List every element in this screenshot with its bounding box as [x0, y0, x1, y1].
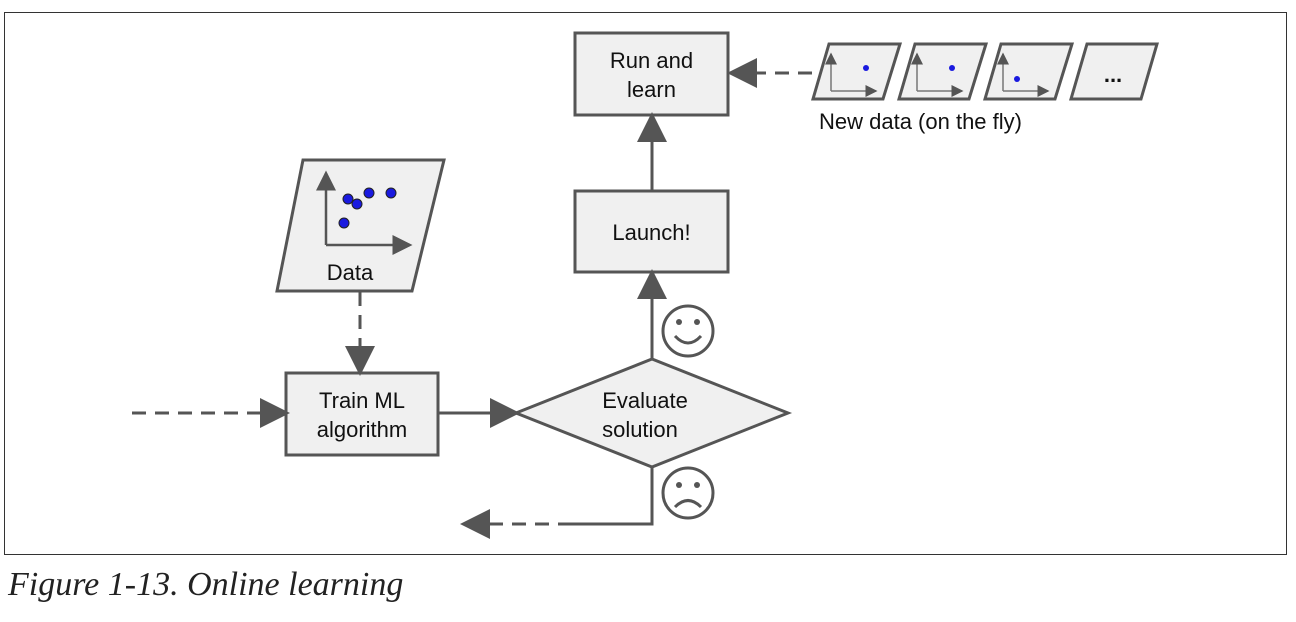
launch-box: Launch! — [573, 189, 730, 274]
new-data-label: New data (on the fly) — [819, 109, 1022, 134]
evaluate-line-1: Evaluate — [602, 388, 688, 413]
figure-caption: Figure 1-13. Online learning — [8, 566, 404, 603]
data-point — [363, 187, 375, 199]
new-data-frames: ... — [811, 42, 1159, 101]
happy-face-icon — [661, 304, 715, 358]
evaluate-diamond: Evaluate solution — [511, 357, 793, 469]
data-point — [342, 193, 354, 205]
data-point — [385, 187, 397, 199]
new-data-point — [863, 65, 869, 71]
run-and-learn-box: Run and learn — [573, 31, 730, 117]
new-data-point — [949, 65, 955, 71]
run-and-learn-line-2: learn — [627, 77, 676, 102]
data-parallelogram: Data — [275, 158, 446, 293]
train-line-2: algorithm — [317, 417, 407, 442]
train-ml-box: Train ML algorithm — [284, 371, 440, 457]
reject-path — [572, 467, 654, 526]
data-point — [338, 217, 350, 229]
sad-face-icon — [661, 466, 715, 520]
data-label: Data — [327, 260, 374, 285]
launch-label: Launch! — [612, 220, 690, 245]
new-data-ellipsis: ... — [1104, 62, 1122, 87]
data-point — [351, 198, 363, 210]
online-learning-diagram: Run and learn Launch! Train ML algorithm… — [132, 31, 1159, 539]
new-data-frame-more — [1069, 42, 1159, 101]
run-and-learn-line-1: Run and — [610, 48, 693, 73]
new-data-point — [1014, 76, 1020, 82]
train-line-1: Train ML — [319, 388, 405, 413]
evaluate-line-2: solution — [602, 417, 678, 442]
